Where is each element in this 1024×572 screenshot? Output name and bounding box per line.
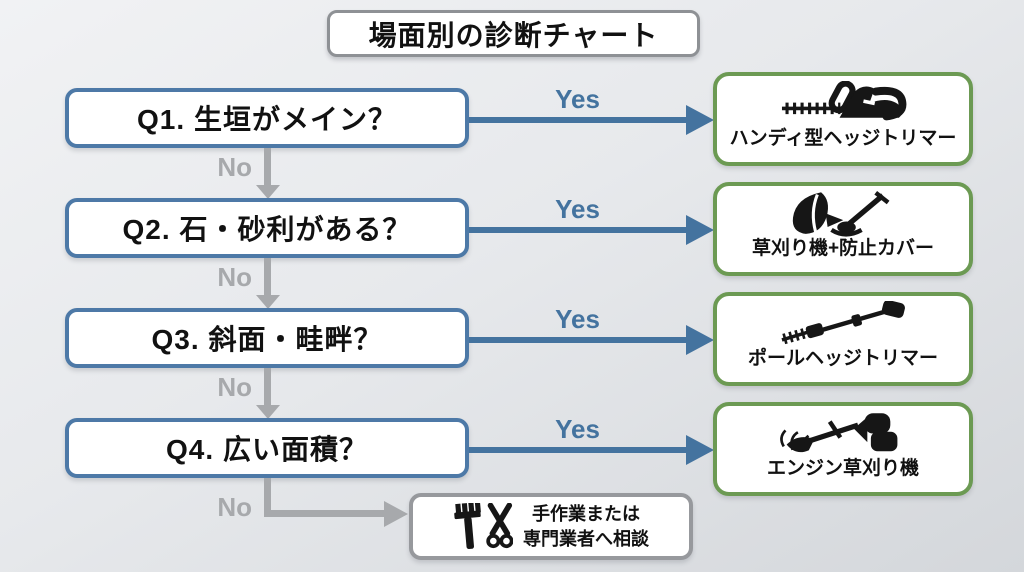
yes-connector-4: Yes xyxy=(469,414,714,468)
no-arrowhead-right-icon xyxy=(384,501,408,527)
question-label-4: Q4. 広い面積？ xyxy=(166,434,368,465)
yes-label-3: Yes xyxy=(555,304,600,334)
no-arrowhead-icon xyxy=(256,405,280,419)
question-box-3: Q3. 斜面・畦畔？ xyxy=(65,308,469,368)
yes-arrow-line-2 xyxy=(469,227,686,233)
question-box-2: Q2. 石・砂利がある？ xyxy=(65,198,469,258)
yes-label-1: Yes xyxy=(555,84,600,114)
yes-arrowhead-icon xyxy=(686,435,714,465)
no-label-1: No xyxy=(217,152,252,182)
answer-box-1: ハンディ型ヘッジトリマー xyxy=(713,72,973,166)
question-label-1: Q1. 生垣がメイン？ xyxy=(137,104,397,135)
answer-label-4: エンジン草刈り機 xyxy=(766,458,919,479)
no-connector-line-2 xyxy=(264,258,271,295)
engine-brushcutter-icon xyxy=(780,413,898,453)
question-label-2: Q2. 石・砂利がある？ xyxy=(122,214,412,245)
no-connector-line-4 xyxy=(264,478,271,517)
brushcutter-with-guard-icon xyxy=(792,191,890,237)
answer-box-4: エンジン草刈り機 xyxy=(713,402,973,496)
fallback-result-box: 手作業または 専門業者へ相談 xyxy=(409,493,693,560)
chart-title: 場面別の診断チャート xyxy=(368,19,659,51)
yes-connector-1: Yes xyxy=(469,84,714,138)
yes-arrow-line-3 xyxy=(469,337,686,343)
no-connector-elbow xyxy=(264,510,384,517)
question-box-4: Q4. 広い面積？ xyxy=(65,418,469,478)
hand-rake-icon xyxy=(454,502,481,549)
yes-label-4: Yes xyxy=(555,414,600,444)
yes-connector-3: Yes xyxy=(469,304,714,358)
yes-arrow-line-1 xyxy=(469,117,686,123)
yes-arrowhead-icon xyxy=(686,215,714,245)
yes-arrowhead-icon xyxy=(686,325,714,355)
answer-box-3: ポールヘッジトリマー xyxy=(713,292,973,386)
no-label-3: No xyxy=(217,372,252,402)
answer-label-3: ポールヘッジトリマー xyxy=(747,348,938,369)
no-arrowhead-icon xyxy=(256,295,280,309)
yes-connector-2: Yes xyxy=(469,194,714,248)
answer-box-2: 草刈り機+防止カバー xyxy=(713,182,973,276)
fallback-label-line2: 専門業者へ相談 xyxy=(523,528,649,549)
question-label-3: Q3. 斜面・畦畔？ xyxy=(151,324,383,355)
no-label-4: No xyxy=(217,492,252,522)
hand-tools-icon xyxy=(454,502,513,549)
yes-label-2: Yes xyxy=(555,194,600,224)
fallback-label-line1: 手作業または xyxy=(532,504,640,525)
answer-label-1: ハンディ型ヘッジトリマー xyxy=(729,128,957,149)
pruning-shears-icon xyxy=(486,502,513,548)
no-connector-line-3 xyxy=(264,368,271,405)
no-connector-line-1 xyxy=(264,148,271,185)
answer-label-2: 草刈り機+防止カバー xyxy=(751,238,935,259)
no-label-2: No xyxy=(217,262,252,292)
fallback-label: 手作業または 専門業者へ相談 xyxy=(523,502,649,551)
handheld-hedge-trimmer-icon xyxy=(781,81,907,121)
pole-hedge-trimmer-icon xyxy=(781,301,905,345)
no-arrowhead-icon xyxy=(256,185,280,199)
yes-arrow-line-4 xyxy=(469,447,686,453)
chart-title-box: 場面別の診断チャート xyxy=(327,10,700,57)
yes-arrowhead-icon xyxy=(686,105,714,135)
question-box-1: Q1. 生垣がメイン？ xyxy=(65,88,469,148)
